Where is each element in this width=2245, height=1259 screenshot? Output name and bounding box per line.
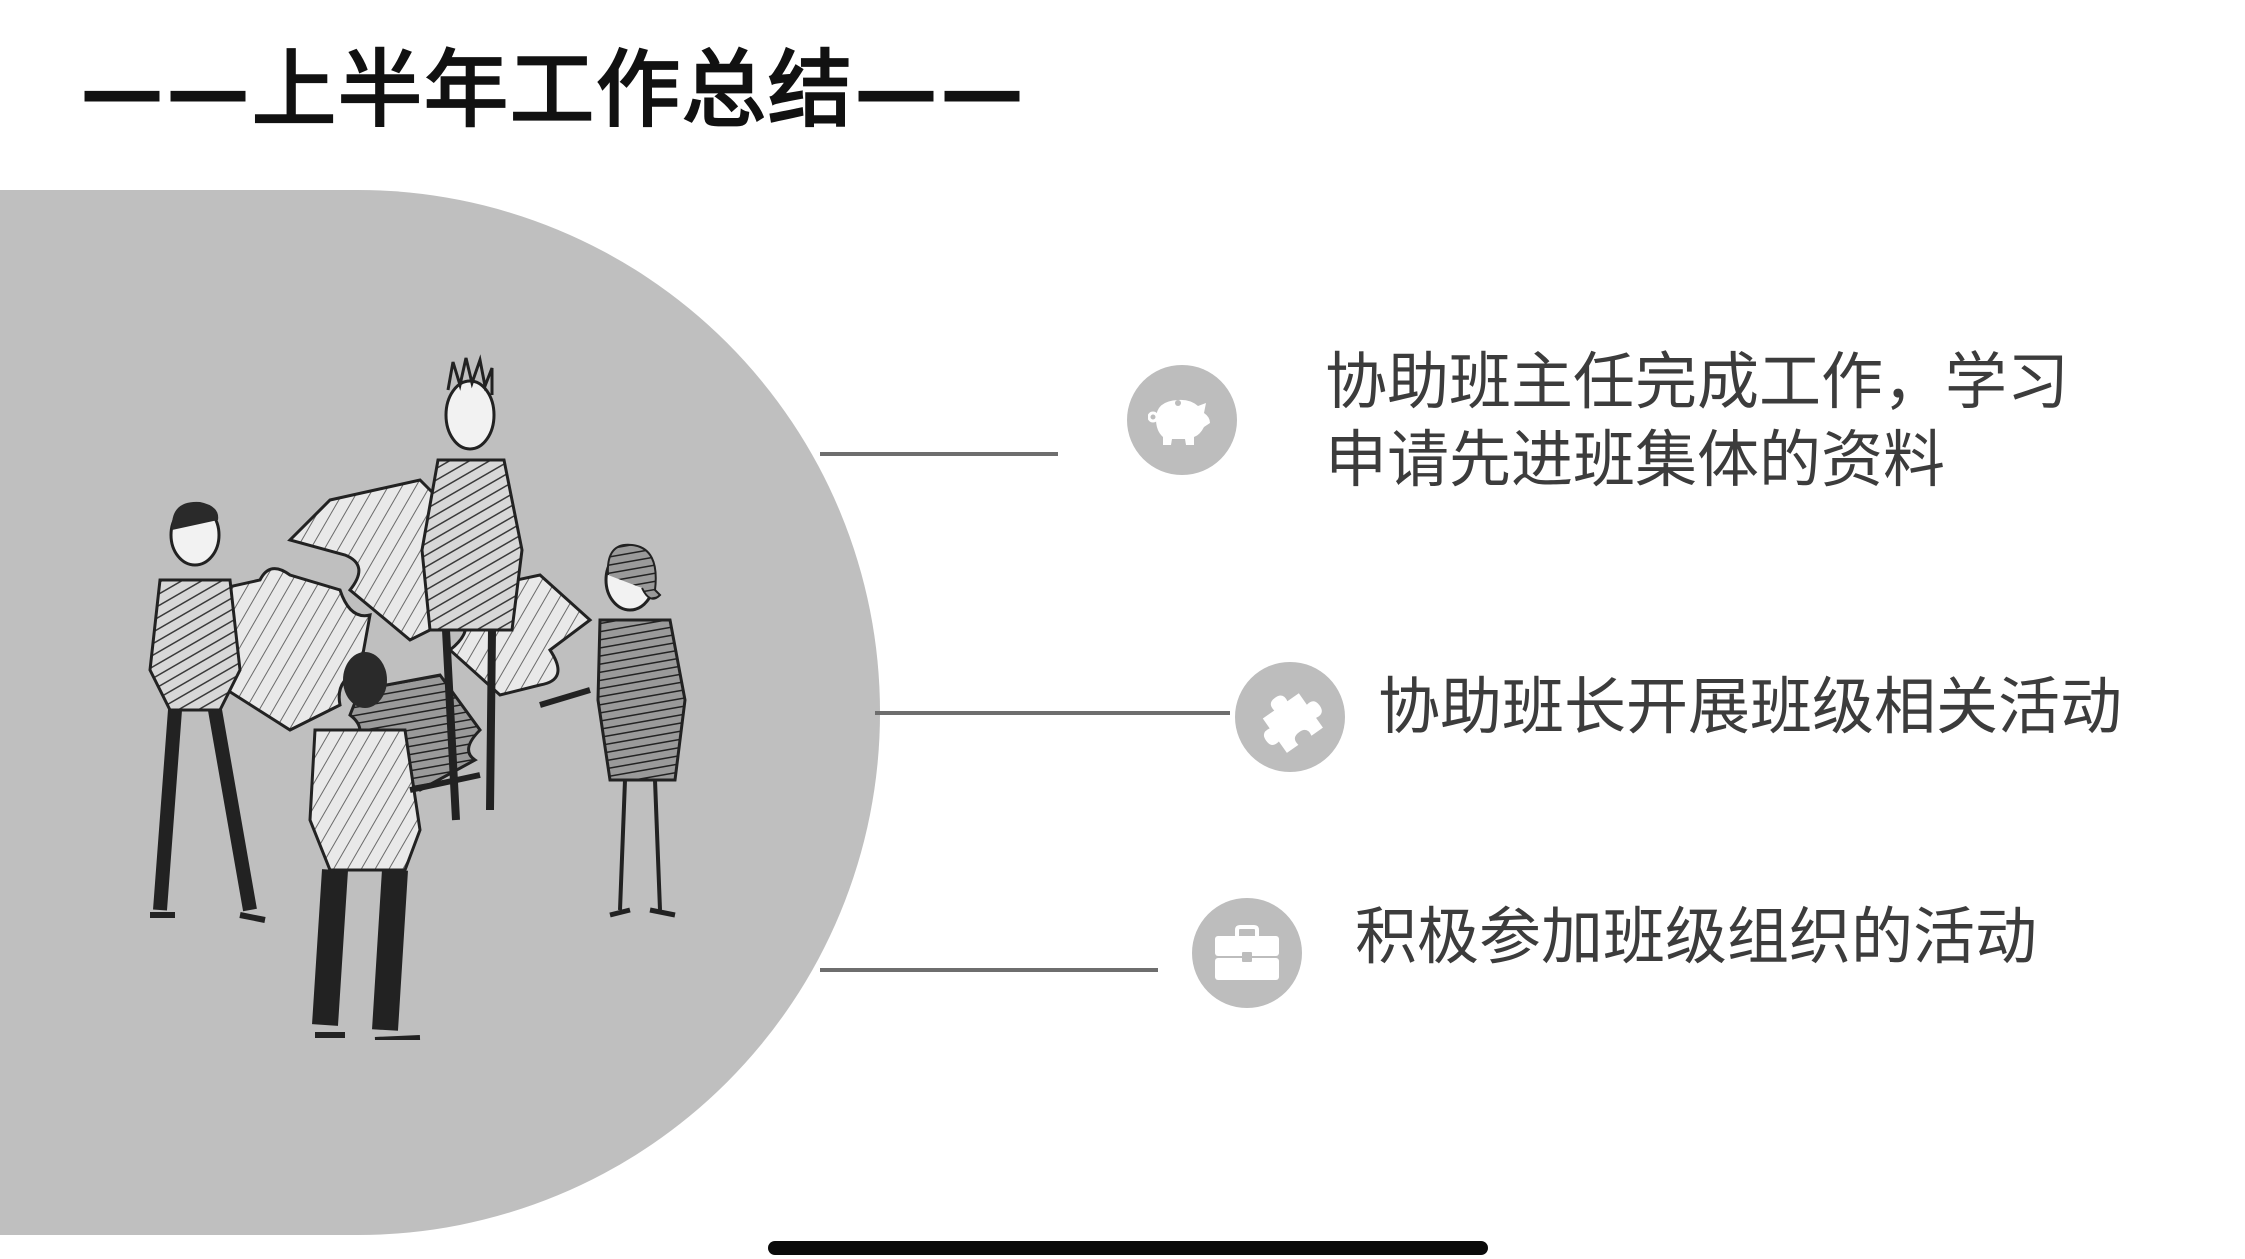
connector-line-1 [820,452,1058,456]
item-1-text-line-2: 申请先进班集体的资料 [1325,423,1946,496]
item-2-text: 协助班长开展班级相关活动 [1378,670,2123,743]
item-1-text-line-1: 协助班主任完成工作，学习 [1325,345,2070,418]
item-2-icon-circle [1235,662,1345,772]
connector-line-2 [875,711,1230,715]
puzzle-piece-icon [1262,693,1323,753]
home-indicator[interactable] [768,1241,1488,1255]
slide-title: ——上半年工作总结—— [80,41,1027,139]
item-3-icon-circle [1192,898,1302,1008]
teamwork-puzzle-illustration [148,354,687,1040]
connector-line-3 [820,968,1158,972]
item-3-text: 积极参加班级组织的活动 [1355,900,2038,973]
briefcase-icon [1215,925,1279,980]
item-1-icon-circle [1127,365,1237,475]
piggy-bank-icon [1148,399,1210,445]
